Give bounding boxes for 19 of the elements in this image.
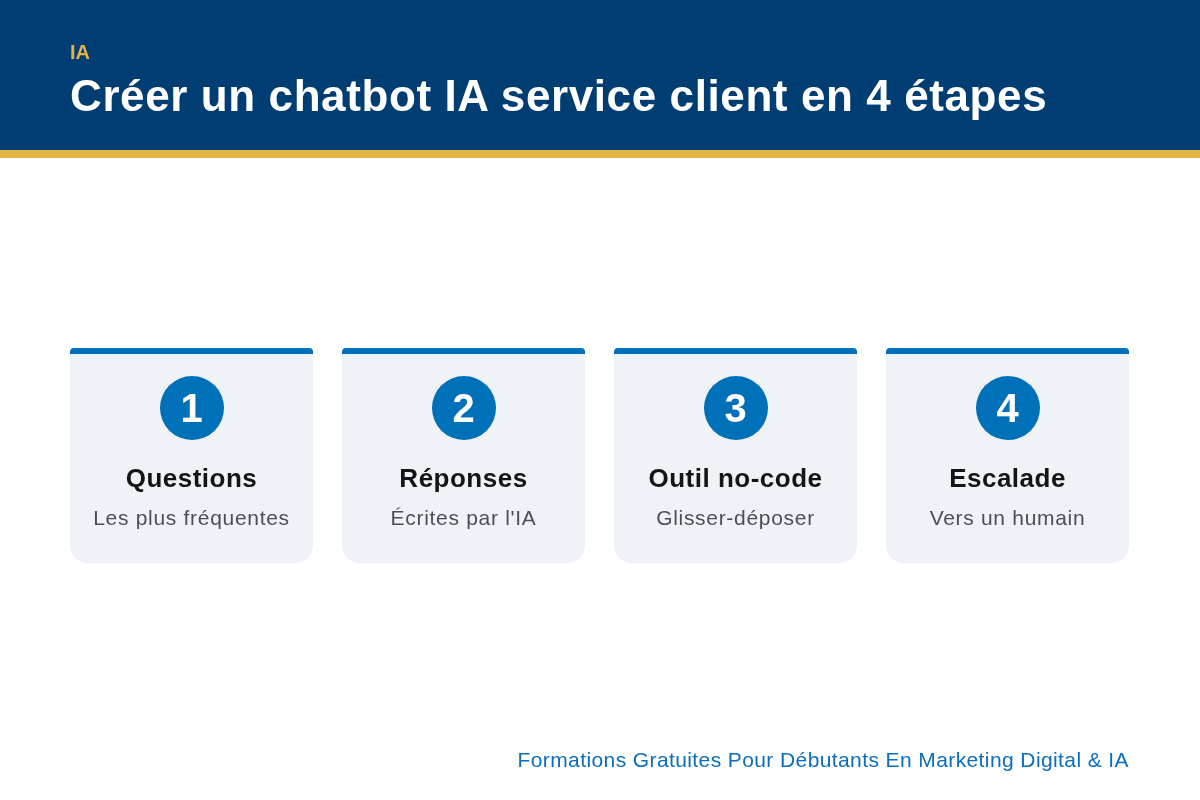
step-description: Vers un humain [929, 505, 1086, 531]
category-tag: IA [70, 40, 90, 64]
step-card [342, 348, 585, 563]
title: Créer un chatbot IA service client en 4 étapes [70, 70, 1048, 122]
step-description: Glisser-déposer [656, 505, 815, 531]
step-description: Les plus fréquentes [93, 505, 290, 531]
step-card [886, 348, 1129, 563]
step-heading: Outil no-code [648, 463, 823, 494]
step-number: 1 [159, 376, 224, 440]
step-heading: Questions [125, 463, 258, 494]
step-number: 4 [975, 376, 1040, 440]
tagline: Formations Gratuites Pour Débutants En Marketing Digital & IA [517, 747, 1129, 773]
step-number: 3 [703, 376, 768, 440]
step-card [70, 348, 313, 563]
step-card [614, 348, 857, 563]
step-heading: Réponses [399, 463, 528, 494]
step-number: 2 [431, 376, 496, 440]
step-heading: Escalade [949, 463, 1066, 494]
step-description: Écrites par l'IA [390, 505, 537, 531]
